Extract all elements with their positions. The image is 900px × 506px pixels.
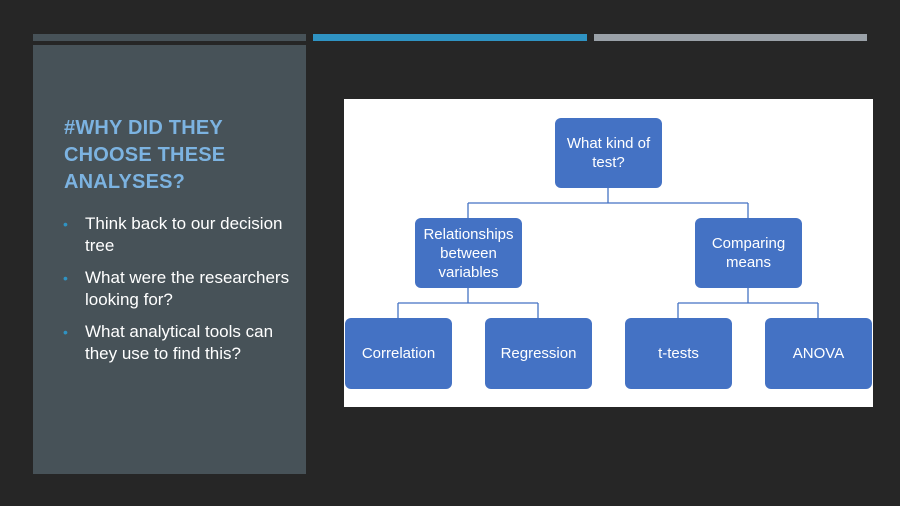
node-relationships: Relationships between variables [415,218,522,288]
top-bar-right [594,34,867,41]
bullet-text: What analytical tools can they use to fi… [85,322,274,363]
node-comparing-means: Comparing means [695,218,802,288]
connector-lines [397,188,819,319]
left-text-panel: #WHY DID THEY CHOOSE THESE ANALYSES? • T… [33,45,306,474]
bullet-item: • What were the researchers looking for? [63,267,293,311]
node-correlation: Correlation [345,318,452,389]
bullet-text: Think back to our decision tree [85,214,283,255]
node-root: What kind of test? [555,118,662,188]
node-regression: Regression [485,318,592,389]
top-bar-middle [313,34,587,41]
bullet-dot-icon: • [63,324,68,340]
bullet-list: • Think back to our decision tree • What… [63,213,293,375]
node-t-tests: t-tests [625,318,732,389]
bullet-text: What were the researchers looking for? [85,268,290,309]
bullet-item: • Think back to our decision tree [63,213,293,257]
slide-heading: #WHY DID THEY CHOOSE THESE ANALYSES? [64,117,226,193]
decision-tree-diagram: What kind of test? Relationships between… [344,99,873,407]
top-bar-left [33,34,306,41]
bullet-dot-icon: • [63,270,68,286]
bullet-dot-icon: • [63,216,68,232]
node-anova: ANOVA [765,318,872,389]
bullet-item: • What analytical tools can they use to … [63,321,293,365]
